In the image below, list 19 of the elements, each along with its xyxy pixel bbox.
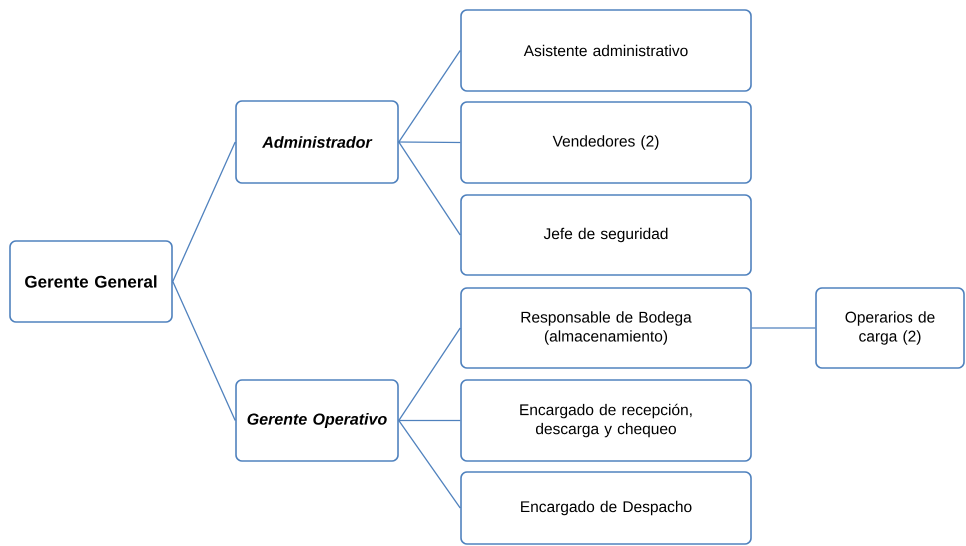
org-box: Responsable de Bodega (almacenamiento) — [460, 287, 752, 369]
connector-line — [398, 420, 461, 508]
connector-line — [398, 328, 461, 421]
connector-line — [752, 327, 816, 329]
org-box: Encargado de Despacho — [460, 471, 752, 545]
org-box: Vendedores (2) — [460, 101, 752, 184]
org-box: Gerente Operativo — [235, 379, 399, 462]
org-box: Jefe de seguridad — [460, 194, 752, 276]
org-box: Gerente General — [9, 240, 173, 323]
connector-line — [398, 420, 460, 422]
org-box: Administrador — [235, 100, 399, 184]
connector-line — [398, 50, 461, 142]
org-box: Encargado de recepción, descarga y chequeo — [460, 379, 752, 462]
connector-line — [398, 141, 460, 144]
connector-line — [172, 281, 236, 421]
connector-line — [398, 142, 461, 236]
connector-line — [172, 142, 236, 282]
org-box: Asistente administrativo — [460, 9, 752, 92]
org-box: Operarios de carga (2) — [815, 287, 965, 369]
